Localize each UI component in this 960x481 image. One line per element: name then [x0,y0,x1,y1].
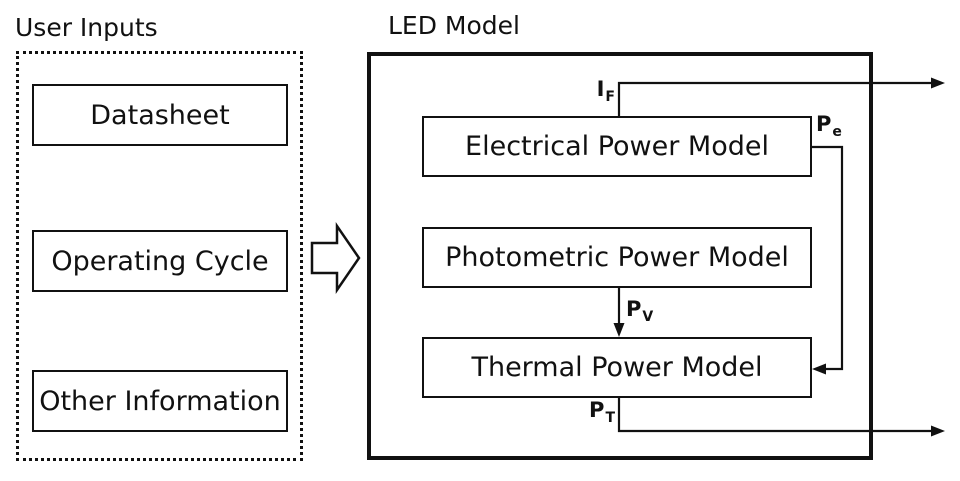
datasheet-box: Datasheet [32,84,288,146]
other-information-label: Other Information [39,385,281,417]
electrical-power-output-label: Pe [816,112,842,140]
thermal-power-model-box: Thermal Power Model [422,337,812,398]
forward-current-label: IF [596,77,615,105]
led-model-title: LED Model [388,11,520,40]
datasheet-label: Datasheet [90,99,230,131]
thermal-power-output-label: PT [589,398,615,426]
photometric-power-model-label: Photometric Power Model [445,242,789,273]
pt-arrowhead-icon [931,425,945,437]
if-arrowhead-icon [931,77,945,89]
thermal-power-model-label: Thermal Power Model [471,352,763,383]
electrical-power-model-box: Electrical Power Model [422,116,812,177]
operating-cycle-box: Operating Cycle [32,230,288,292]
electrical-power-model-label: Electrical Power Model [465,131,769,162]
other-information-box: Other Information [32,370,288,432]
user-inputs-title: User Inputs [15,13,158,42]
operating-cycle-label: Operating Cycle [51,245,269,277]
block-arrow-icon [310,221,361,295]
photometric-power-output-label: PV [626,297,654,325]
photometric-power-model-box: Photometric Power Model [422,227,812,288]
